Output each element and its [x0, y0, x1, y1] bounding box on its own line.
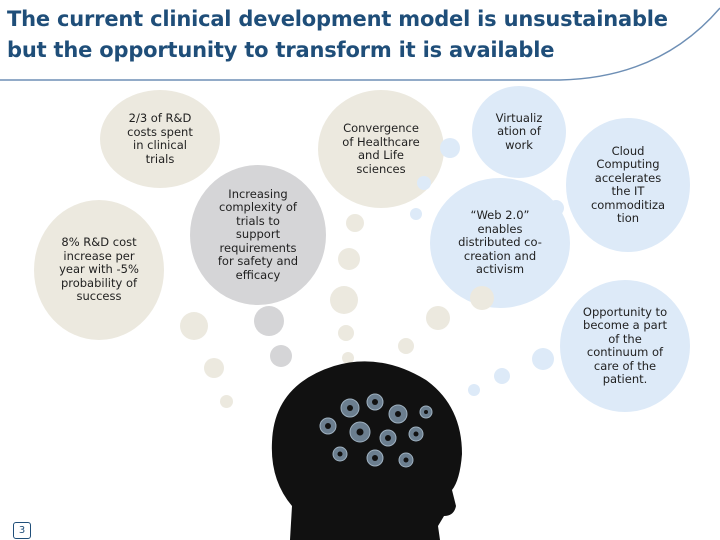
thought-dot	[440, 138, 460, 158]
thought-dot	[470, 286, 494, 310]
thought-dot	[180, 312, 208, 340]
thought-dot	[410, 208, 422, 220]
thought-dot	[254, 306, 284, 336]
thought-dot	[330, 286, 358, 314]
bubble-convergence: Convergence of Healthcare and Life scien…	[318, 90, 444, 208]
thought-dot	[220, 395, 233, 408]
bubble-rd-costs: 2/3 of R&D costs spent in clinical trial…	[100, 90, 220, 188]
slide-title-line-2: but the opportunity to transform it is a…	[7, 38, 555, 62]
slide-title-line-1: The current clinical development model i…	[7, 7, 668, 31]
bubble-rd-increase: 8% R&D cost increase per year with -5% p…	[34, 200, 164, 340]
bubble-opportunity: Opportunity to become a part of the cont…	[560, 280, 690, 412]
bubble-web2: “Web 2.0” enables distributed co- creati…	[430, 178, 570, 308]
thought-dot	[532, 348, 554, 370]
thought-dot	[417, 176, 431, 190]
title-underline-curve	[0, 7, 720, 81]
thought-dot	[494, 368, 510, 384]
thought-dot	[398, 338, 414, 354]
thought-dot	[548, 200, 564, 216]
slide-title: The current clinical development model i…	[7, 4, 697, 66]
human-head-with-gears-icon	[271, 361, 462, 540]
page-number: 3	[13, 522, 31, 539]
thought-dot	[270, 345, 292, 367]
bubble-virtualization: Virtualiz ation of work	[472, 86, 566, 178]
thought-dot	[426, 306, 450, 330]
thought-dot	[204, 358, 224, 378]
thought-dot	[342, 352, 354, 364]
bubble-trial-complexity: Increasing complexity of trials to suppo…	[190, 165, 326, 305]
bubble-cloud-computing: Cloud Computing accelerates the IT commo…	[566, 118, 690, 252]
thought-dot	[338, 248, 360, 270]
thought-dot	[338, 325, 354, 341]
thought-dot	[346, 214, 364, 232]
thought-dot	[468, 384, 480, 396]
